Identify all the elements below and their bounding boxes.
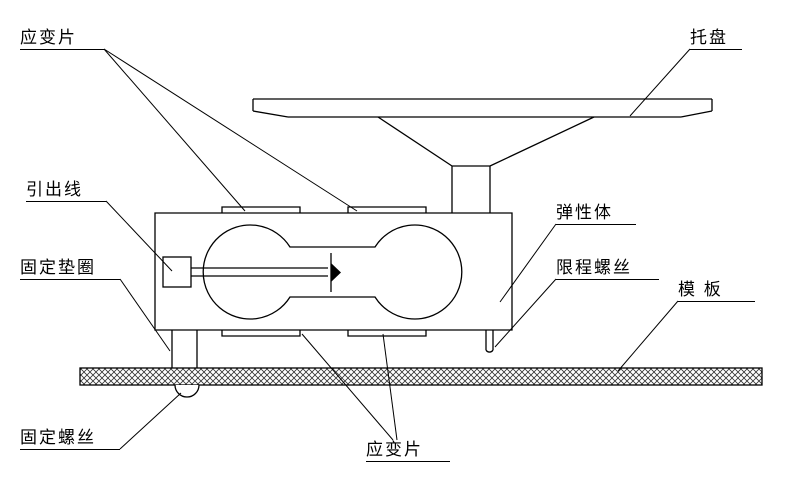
label-lead-wire: 引出线	[26, 179, 106, 202]
label-tray: 托盘	[690, 27, 742, 50]
tray-drawing	[252, 98, 713, 118]
label-strain-gauge-top: 应变片	[20, 27, 104, 50]
label-fixing-screw: 固定螺丝	[20, 427, 120, 450]
fixing-screw-head	[174, 384, 200, 398]
lead-wire-drawing	[162, 253, 341, 292]
label-strain-gauge-bottom: 应变片	[366, 439, 450, 462]
label-limit-screw: 限程螺丝	[556, 257, 659, 280]
elastic-body-drawing	[154, 206, 513, 337]
leader-lines	[103, 48, 691, 450]
label-elastic-body: 弹性体	[556, 202, 636, 225]
limit-screw-drawing	[485, 330, 494, 353]
base-plate-drawing	[79, 367, 763, 386]
support-foot-drawing	[171, 330, 198, 368]
label-base-plate: 模 板	[678, 279, 755, 302]
label-fixing-washer: 固定垫圈	[20, 257, 120, 280]
strain-gauge-pads	[221, 206, 427, 337]
support-stem-drawing	[377, 116, 595, 213]
